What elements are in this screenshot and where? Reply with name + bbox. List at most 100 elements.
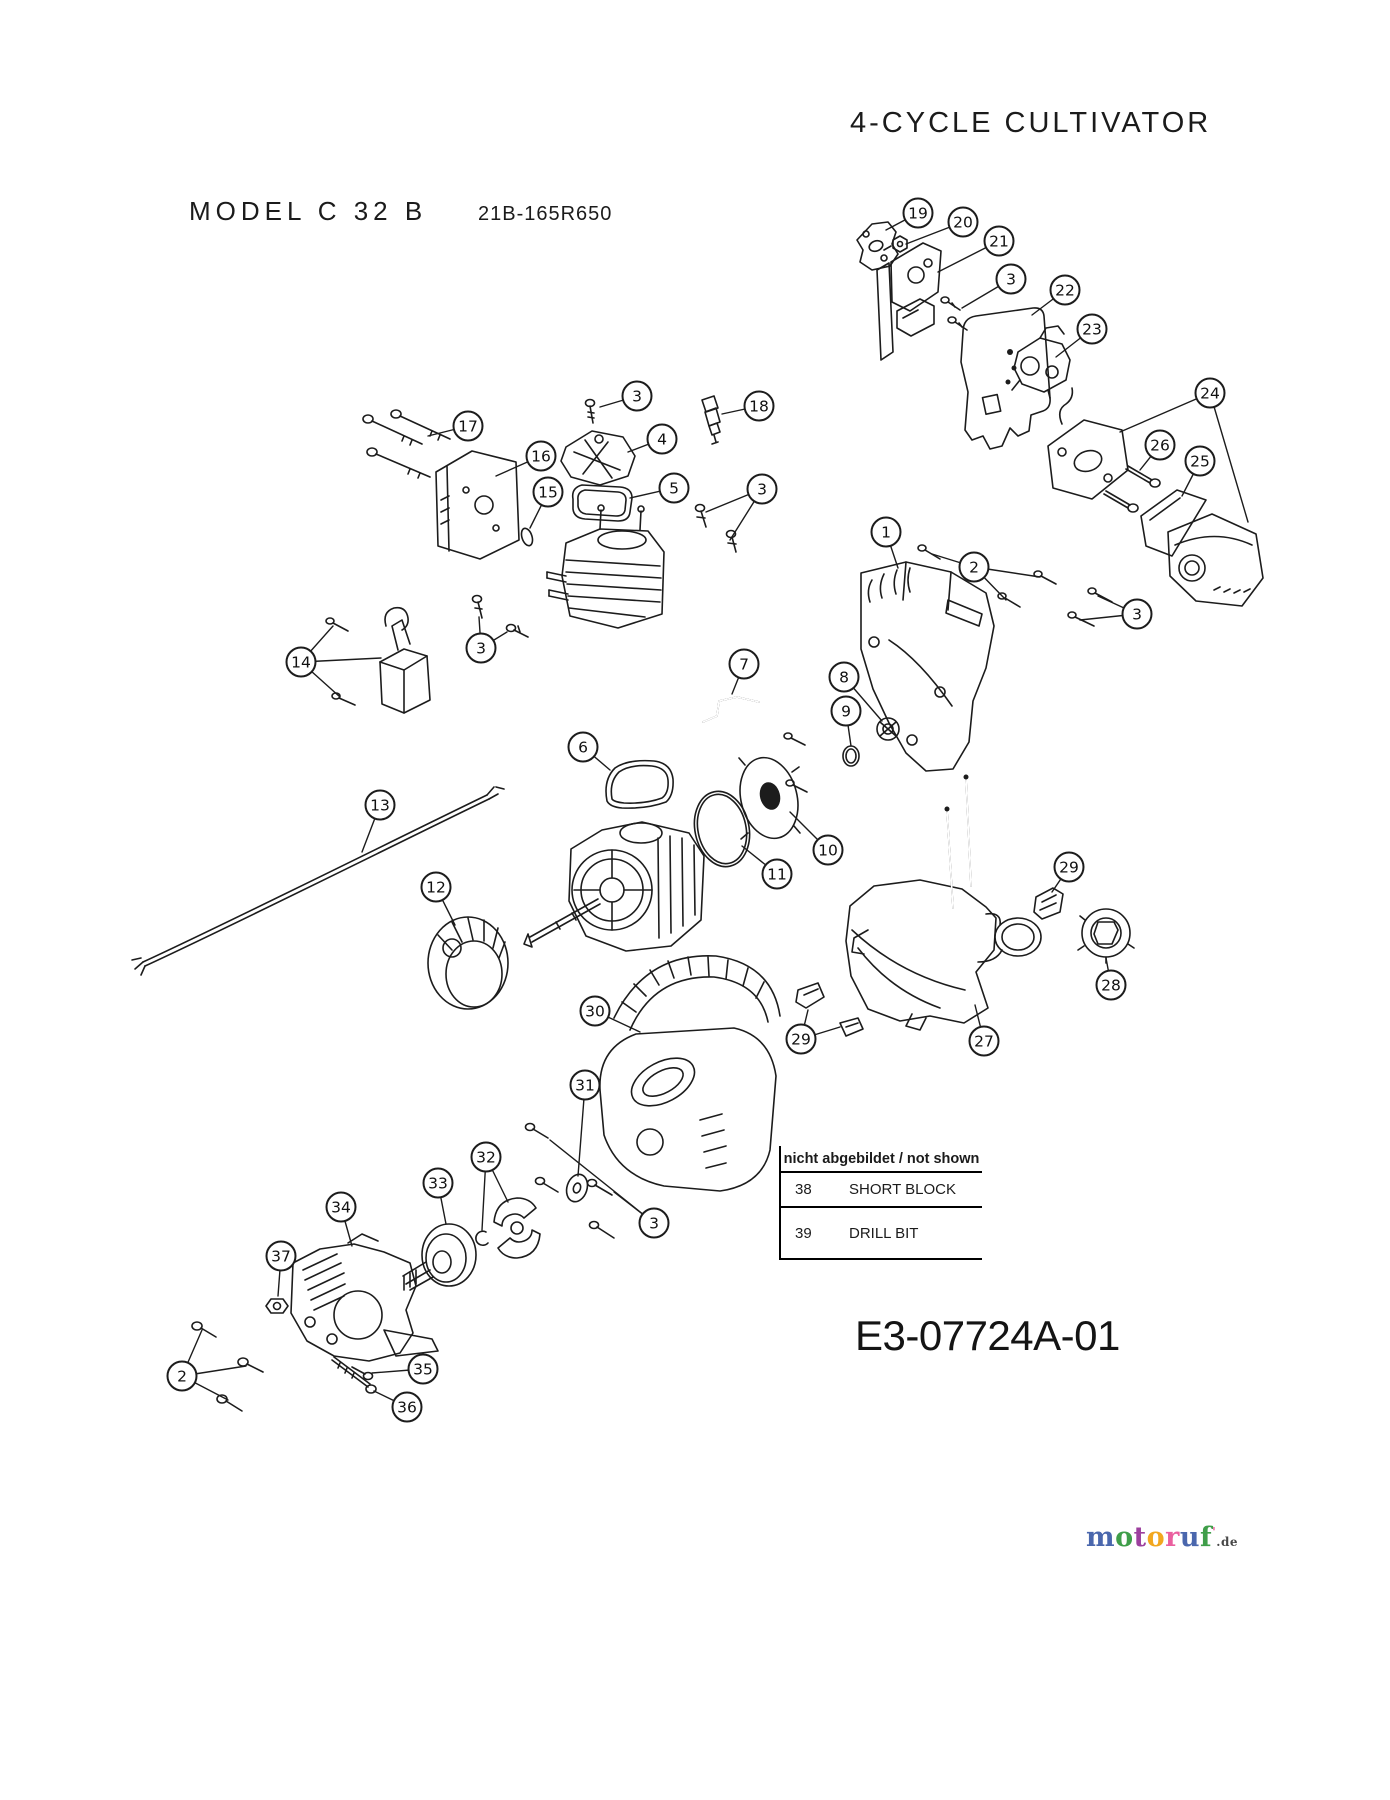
callout-22: 22 <box>1049 274 1081 306</box>
callout-19: 19 <box>902 197 934 229</box>
svg-text:23: 23 <box>1082 321 1102 339</box>
svg-text:19: 19 <box>908 205 928 223</box>
part-30-recoil-starter <box>599 955 781 1192</box>
part-16-muffler <box>435 450 520 560</box>
part-35-screw <box>351 1366 374 1381</box>
svg-text:21: 21 <box>989 233 1009 251</box>
part-24-air-filter-cover <box>1167 513 1264 607</box>
svg-text:12: 12 <box>426 879 446 897</box>
not-shown-header: nicht abgebildet / not shown <box>781 1146 982 1173</box>
callout-3: 3 <box>1121 598 1153 630</box>
part-12-flywheel <box>427 916 509 1010</box>
callout-18: 18 <box>743 390 775 422</box>
callout-29: 29 <box>1053 851 1085 883</box>
callout-leader-24 <box>1209 392 1249 523</box>
callout-3: 3 <box>465 632 497 664</box>
part-7-breather-tube <box>702 696 760 723</box>
svg-text:20: 20 <box>953 214 973 232</box>
callout-33: 33 <box>422 1167 454 1199</box>
svg-text:25: 25 <box>1190 453 1210 471</box>
document-number: E3-07724A-01 <box>855 1312 1120 1359</box>
callout-20: 20 <box>947 206 979 238</box>
part-6-gasket <box>605 759 674 809</box>
callout-8: 8 <box>828 661 860 693</box>
callout-32: 32 <box>470 1141 502 1173</box>
callout-10: 10 <box>812 834 844 866</box>
svg-text:5: 5 <box>669 480 679 498</box>
part-11-oring <box>693 790 751 868</box>
callout-4: 4 <box>646 423 678 455</box>
part-15-oring <box>520 527 534 547</box>
part-32-clutch <box>475 1197 541 1259</box>
svg-text:29: 29 <box>791 1031 811 1049</box>
svg-text:34: 34 <box>331 1199 351 1217</box>
svg-text:6: 6 <box>578 739 588 757</box>
svg-text:36: 36 <box>397 1399 417 1417</box>
callout-26: 26 <box>1144 429 1176 461</box>
part-18-spark-plug <box>701 395 721 445</box>
callout-2: 2 <box>958 551 990 583</box>
part-28-fuel-cap <box>1077 908 1135 964</box>
part-13-throttle-cable <box>131 786 505 976</box>
part-cylinder <box>546 504 665 629</box>
logo-suffix: .de <box>1216 1535 1238 1549</box>
callout-3: 3 <box>995 263 1027 295</box>
svg-text:3: 3 <box>1132 606 1142 624</box>
callout-3: 3 <box>638 1207 670 1239</box>
part-10-screws <box>783 732 808 793</box>
callout-14: 14 <box>285 646 317 678</box>
callout-5: 5 <box>658 472 690 504</box>
part-24-airbox-base <box>1047 387 1129 500</box>
part-22-gasket-sheet <box>960 307 1051 450</box>
callout-25: 25 <box>1184 445 1216 477</box>
svg-text:7: 7 <box>739 656 749 674</box>
callout-1: 1 <box>870 516 902 548</box>
svg-text:1: 1 <box>881 524 891 542</box>
svg-text:2: 2 <box>969 559 979 577</box>
part-20-nut <box>892 235 908 253</box>
logo-letter: u <box>1179 1522 1200 1553</box>
part-26-screws <box>1103 465 1161 513</box>
svg-text:11: 11 <box>767 866 787 884</box>
svg-text:8: 8 <box>839 669 849 687</box>
part-3-screw-top <box>584 398 596 424</box>
svg-text:3: 3 <box>632 388 642 406</box>
part-25-air-filter <box>1140 489 1207 557</box>
svg-text:3: 3 <box>476 640 486 658</box>
logo-letters: motoruf' <box>1086 1522 1216 1553</box>
part-19-gasket <box>856 221 899 271</box>
part-ref: 39 <box>795 1224 812 1242</box>
part-23-carburetor <box>1011 325 1071 399</box>
callout-13: 13 <box>364 789 396 821</box>
part-36-bolt <box>331 1356 377 1394</box>
callout-leader-24 <box>1119 392 1211 433</box>
svg-text:35: 35 <box>413 1361 433 1379</box>
part-31-washer <box>565 1173 589 1203</box>
svg-text:16: 16 <box>531 448 551 466</box>
svg-text:13: 13 <box>370 797 390 815</box>
part-crankcase <box>523 821 705 952</box>
logo-letter: r <box>1165 1522 1180 1553</box>
part-29-clips-left <box>795 982 864 1037</box>
svg-text:9: 9 <box>841 703 851 721</box>
part-fuel-lines <box>944 774 972 909</box>
part-3-screws-carb <box>940 296 968 331</box>
model-code: 21B-165R650 <box>478 203 613 225</box>
part-name: DRILL BIT <box>849 1224 919 1242</box>
part-17-bolts <box>362 409 451 479</box>
svg-text:3: 3 <box>1006 271 1016 289</box>
svg-text:24: 24 <box>1200 385 1220 403</box>
part-5-gasket <box>571 484 633 522</box>
svg-text:3: 3 <box>649 1215 659 1233</box>
svg-text:17: 17 <box>458 418 478 436</box>
svg-text:3: 3 <box>757 481 767 499</box>
svg-text:33: 33 <box>428 1175 448 1193</box>
svg-text:14: 14 <box>291 654 311 672</box>
callout-35: 35 <box>407 1353 439 1385</box>
callout-28: 28 <box>1095 969 1127 1001</box>
svg-text:30: 30 <box>585 1003 605 1021</box>
